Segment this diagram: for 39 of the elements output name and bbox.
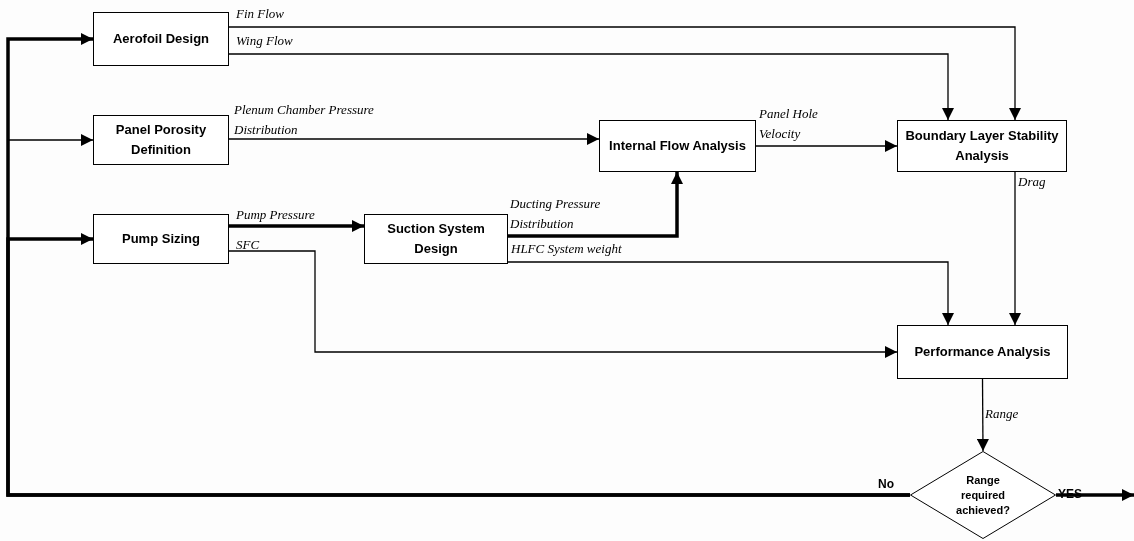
node-label: Suction System Design [386,220,486,258]
edge-label: SFC [236,236,260,254]
process-box [364,214,508,264]
edge-label: Drag [1018,173,1046,191]
arrow [6,233,910,497]
node-label: Panel Porosity Definition [114,121,208,159]
process-box [897,325,1068,379]
node-label: Performance Analysis [914,343,1051,361]
arrow [229,220,364,232]
node-label: Pump Sizing [122,230,200,248]
decision-diamond [910,451,1056,539]
edge-label: Fin Flow [236,5,285,23]
arrow [228,250,898,358]
process-box [93,115,229,165]
arrow [228,53,954,121]
arrow [507,261,954,326]
arrow [755,140,898,152]
arrow [976,378,989,452]
edge-label: HLFC System weight [511,240,622,258]
process-box [93,214,229,264]
node-label: Range required achieved? [955,472,1011,518]
arrow [508,172,683,238]
edge-label: Range [985,405,1019,423]
node-label: Internal Flow Analysis [609,137,746,155]
node-label: Boundary Layer Stability Analysis [904,127,1060,165]
arrow [228,133,600,145]
edge-label: No [878,476,894,493]
arrow [228,26,1021,121]
edge-label: Wing Flow [236,32,293,50]
edge-label: Ducting Pressure Distribution [510,195,602,233]
edge-label: Pump Pressure [236,206,315,224]
arrow [1056,489,1134,501]
process-box [897,120,1067,172]
edge-label: Panel Hole Velocity [759,105,819,143]
process-box [93,12,229,66]
arrow [1009,171,1021,326]
process-box [599,120,756,172]
node-label: Aerofoil Design [112,30,210,48]
edge-label: Plenum Chamber Pressure Distribution [234,101,375,139]
